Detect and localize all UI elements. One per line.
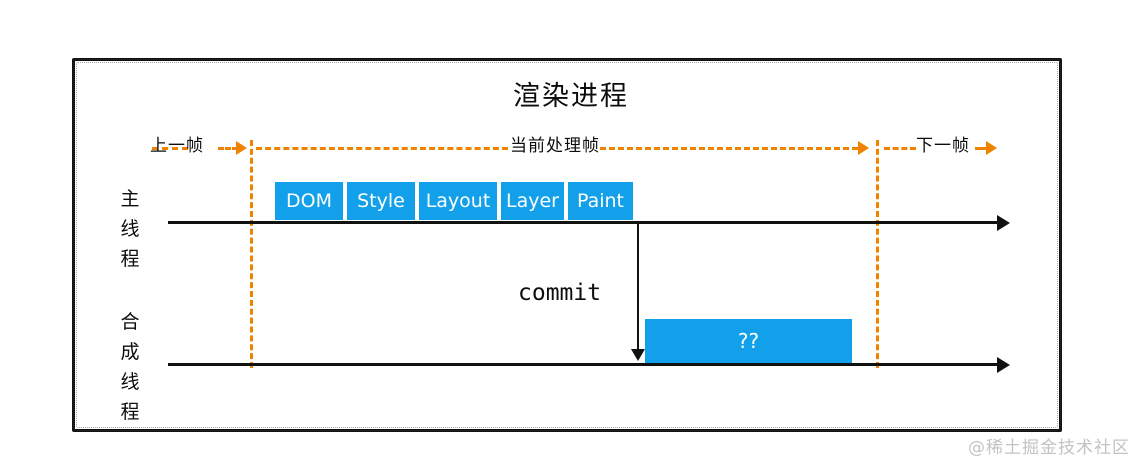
pipeline-step-paint[interactable]: Paint — [567, 181, 634, 221]
pipeline-step-layer-label: Layer — [506, 190, 559, 212]
frame-divider-end — [876, 140, 879, 368]
render-process-frame — [72, 58, 1062, 432]
frame-divider-start — [250, 140, 253, 368]
previous-frame-dash-left — [152, 147, 188, 150]
main-thread-label: 主 线 程 — [113, 184, 147, 274]
main-thread-label-char-0: 主 — [120, 188, 140, 210]
page-title: 渲染进程 — [513, 81, 629, 112]
previous-frame-arrowhead — [236, 141, 247, 155]
compositor-thread-label-char-1: 成 — [120, 341, 140, 363]
compositor-thread-timeline-arrowhead — [997, 357, 1010, 373]
previous-frame-dash-right — [218, 147, 238, 150]
pipeline-step-paint-label: Paint — [576, 190, 625, 212]
next-frame-dash-left — [884, 147, 916, 150]
compositor-thread-label-char-3: 程 — [120, 401, 140, 423]
compositor-thread-label-char-0: 合 — [120, 311, 140, 333]
next-frame-arrowhead — [986, 141, 997, 155]
pipeline-step-style[interactable]: Style — [346, 181, 416, 221]
main-thread-timeline — [168, 221, 1000, 224]
commit-arrow-head — [631, 349, 645, 361]
compositor-task-box[interactable]: ?? — [645, 319, 852, 363]
pipeline-step-layer[interactable]: Layer — [500, 181, 565, 221]
watermark: @稀土掘金技术社区 — [968, 438, 1130, 458]
commit-label: commit — [518, 280, 602, 306]
next-frame-dash-right — [975, 147, 987, 150]
compositor-thread-label: 合 成 线 程 — [113, 307, 147, 427]
compositor-thread-label-char-2: 线 — [120, 371, 140, 393]
main-thread-label-char-2: 程 — [120, 248, 140, 270]
main-thread-label-char-1: 线 — [120, 218, 140, 240]
current-frame-arrowhead — [858, 141, 869, 155]
pipeline-step-layout[interactable]: Layout — [418, 181, 498, 221]
commit-arrow-shaft — [637, 222, 639, 349]
pipeline-step-dom[interactable]: DOM — [274, 181, 344, 221]
compositor-thread-timeline — [168, 363, 1000, 366]
pipeline-step-dom-label: DOM — [286, 190, 332, 212]
current-frame-dash-left — [256, 147, 508, 150]
main-thread-timeline-arrowhead — [997, 215, 1010, 231]
current-frame-dash-right — [600, 147, 858, 150]
previous-frame-label: 上一帧 — [150, 136, 204, 156]
current-frame-label: 当前处理帧 — [510, 136, 600, 156]
compositor-task-label: ?? — [737, 329, 760, 353]
pipeline-step-style-label: Style — [357, 190, 405, 212]
pipeline-step-layout-label: Layout — [425, 190, 491, 212]
next-frame-label: 下一帧 — [916, 136, 970, 156]
